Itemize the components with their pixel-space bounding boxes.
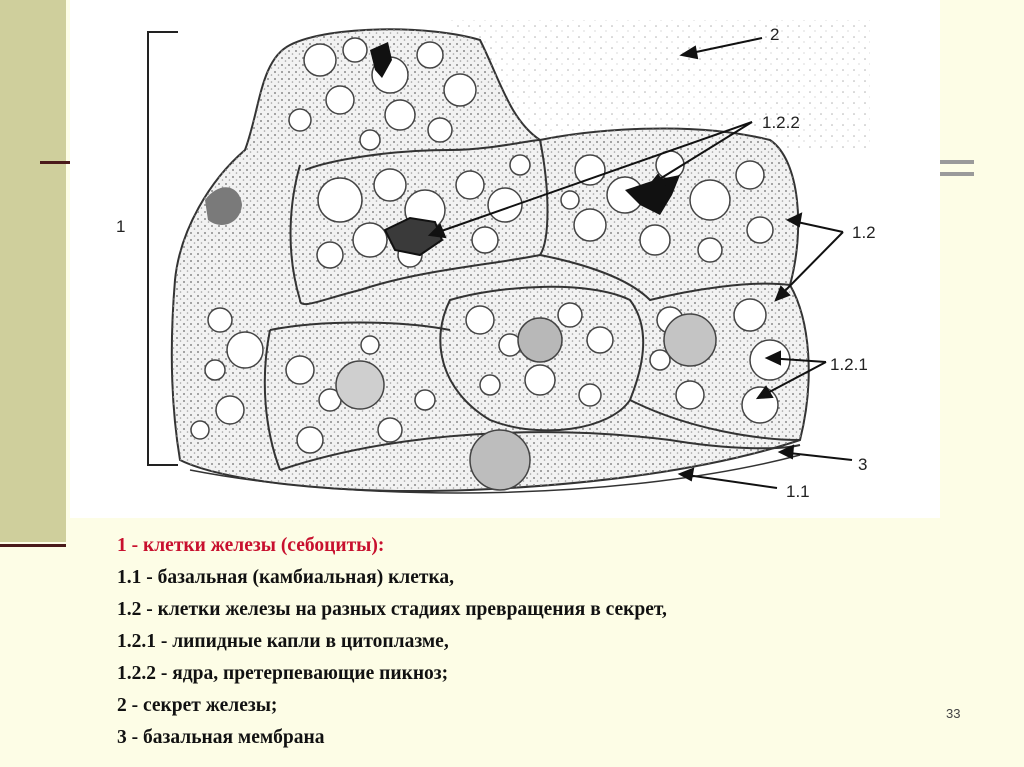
decor-rule-right-2 [940,172,974,176]
label-arrows [427,37,853,489]
nucleus-lower-left [335,360,385,410]
nucleus-center [517,317,563,363]
caption-line: 1.2.1 - липидные капли в цитоплазме, [117,631,449,652]
label-1: 1 [116,217,125,236]
caption-line: 1.1 - базальная (камбиальная) клетка, [117,567,455,588]
caption-line: 3 - базальная мембрана [117,727,325,748]
histology-drawing: 1 2 1.2.2 1.2 1.2.1 3 1.1 [116,20,876,501]
bracket-1 [147,31,178,466]
pyknotic-nucleus-middle [383,216,444,257]
label-1-2: 1.2 [852,223,876,242]
label-1-2-2: 1.2.2 [762,113,800,132]
lipid-droplets [190,37,791,454]
page-number: 33 [946,706,961,721]
sebaceous-gland-figure: 1 2 1.2.2 1.2 1.2.1 3 1.1 [70,0,940,518]
pyknotic-nucleus-top [370,42,392,78]
decor-rule-bottom-left [0,544,66,547]
decor-rule-top-left [40,161,74,164]
pyknotic-nucleus-right [625,175,680,215]
nuclei [205,42,717,491]
decor-rule-right [940,160,974,164]
left-decor-band [0,0,66,542]
caption-title: 1 - клетки железы (себоциты): [117,535,385,556]
label-2: 2 [770,25,779,44]
nucleus-right [663,313,717,367]
caption-line: 2 - секрет железы; [117,695,278,716]
figure-caption: 1 - клетки железы (себоциты): 1.1 - база… [117,530,917,754]
nucleus-left [205,187,242,225]
label-1-2-1: 1.2.1 [830,355,868,374]
basal-cell-nucleus [469,429,531,491]
label-1-1: 1.1 [786,482,810,501]
caption-line: 1.2 - клетки железы на разных стадиях пр… [117,599,667,620]
gland-tissue [170,28,810,494]
label-3: 3 [858,455,867,474]
caption-line: 1.2.2 - ядра, претерпевающие пикноз; [117,663,449,684]
